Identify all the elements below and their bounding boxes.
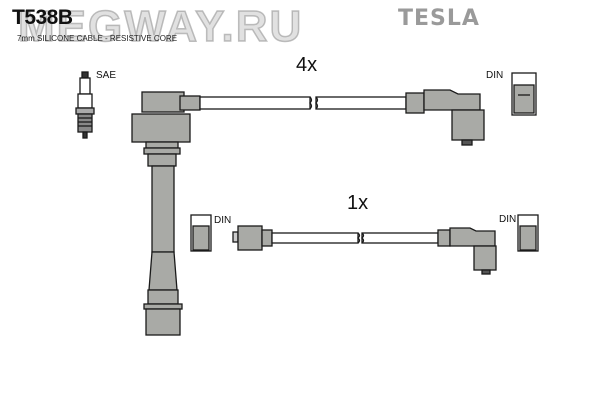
watermark: MEGWAY.RU — [17, 1, 304, 52]
din-label-right: DIN — [499, 214, 517, 225]
coil-boot-long — [131, 91, 201, 336]
cable-4x — [199, 96, 407, 110]
angled-boot-bottom — [437, 227, 497, 275]
straight-connector-bottom — [232, 225, 273, 251]
din-connector-icon-top — [511, 72, 537, 116]
quantity-1x: 1x — [347, 192, 369, 214]
cable-spec: 7mm SILICONE CABLE - RESISTIVE CORE — [17, 34, 178, 43]
brand-logo: TESLA — [398, 6, 480, 31]
din-label-top: DIN — [486, 70, 504, 81]
cable-1x — [271, 232, 439, 244]
quantity-4x: 4x — [296, 54, 318, 76]
part-number: T538B — [12, 6, 73, 29]
spark-plug-icon — [75, 71, 95, 139]
spark-plug-label: SAE — [96, 70, 117, 81]
angled-boot-top — [405, 89, 485, 146]
din-label-left: DIN — [214, 215, 232, 226]
din-connector-icon-left — [190, 214, 212, 252]
din-connector-icon-right — [517, 214, 539, 252]
